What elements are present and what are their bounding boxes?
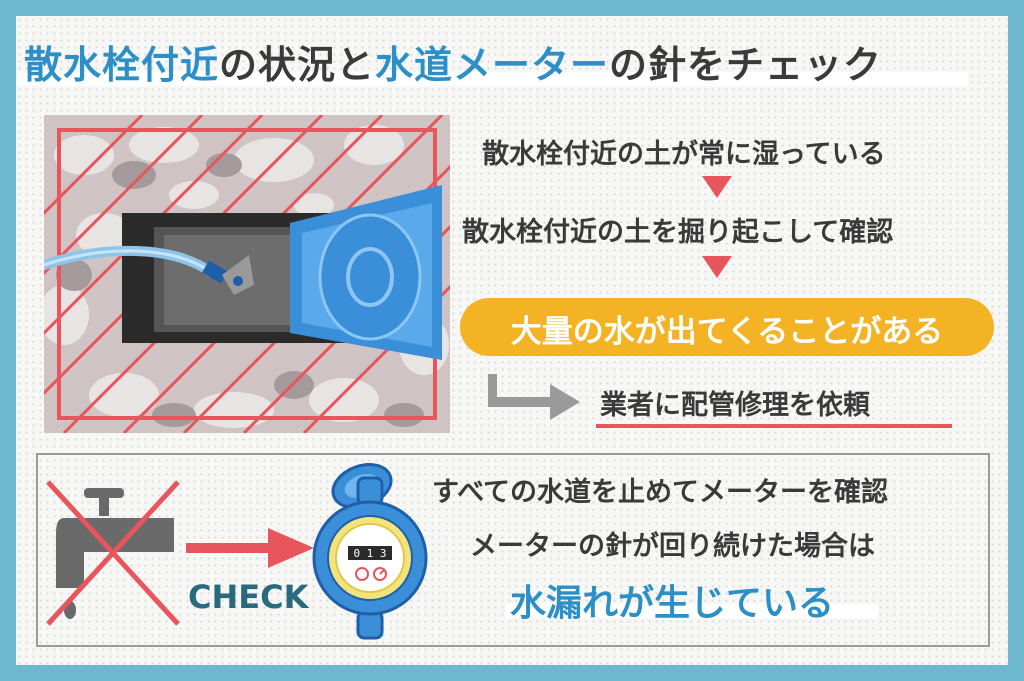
faucet-off-icon (46, 480, 180, 626)
title-underline-highlight (18, 72, 968, 86)
title-part-needle: の針をチェック (609, 43, 883, 87)
page-title: 散水栓付近の状況と水道メーターの針をチェック (24, 34, 882, 89)
arrow-right-icon (186, 528, 314, 568)
title-part-hydrant: 散水栓付近 (24, 43, 220, 87)
down-arrow-1 (702, 176, 732, 198)
stop-water-text: すべての水道を止めてメーターを確認 (432, 477, 889, 508)
step-dig-check: 散水栓付近の土を掘り起こして確認 (462, 217, 894, 248)
branch-arrow-icon (488, 374, 580, 420)
faucet-valve (222, 255, 254, 295)
hydrant-box-illustration (44, 115, 450, 433)
meter-check-panel (36, 453, 990, 647)
soil-dark-stones (56, 153, 424, 427)
hose-connector (201, 260, 229, 284)
water-meter-icon: 0 1 3 (312, 463, 428, 640)
check-label: CHECK (188, 578, 309, 616)
leak-highlight (506, 604, 878, 618)
repair-request-text: 業者に配管修理を依頼 (600, 390, 870, 421)
result-pill: 大量の水が出てくることがある (460, 298, 994, 356)
down-arrow-2 (702, 256, 732, 278)
meter-digits: 0 1 3 (353, 547, 386, 560)
needle-rotates-text: メーターの針が回り続けた場合は (470, 531, 875, 562)
cross-line-2 (46, 480, 180, 626)
leak-conclusion-text: 水漏れが生じている (510, 583, 835, 624)
title-part-meter: 水道メーター (375, 43, 610, 87)
meter-counter (348, 546, 392, 560)
step-soil-wet: 散水栓付近の土が常に湿っている (482, 139, 886, 170)
meter-needle-dial-1 (355, 567, 369, 581)
step-large-water: 大量の水が出てくることがある (510, 314, 944, 350)
title-part-status: の状況と (219, 43, 376, 87)
repair-request-underline (596, 424, 952, 428)
